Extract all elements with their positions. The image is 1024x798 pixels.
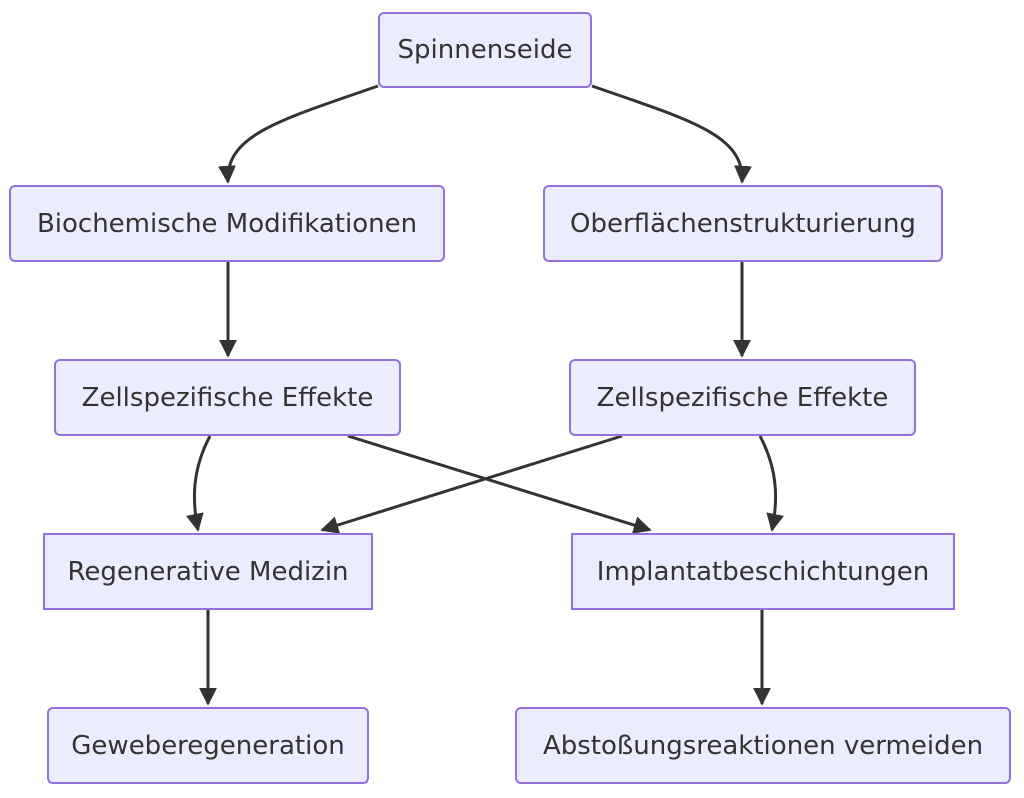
edge-root-surface [591,84,752,184]
node-geweberegeneration: Geweberegeneration [47,707,369,784]
node-biochemische-modifikationen: Biochemische Modifikationen [9,185,445,262]
node-spinnenseide: Spinnenseide [378,12,592,88]
node-oberflaechenstrukturierung: Oberflächenstrukturierung [543,185,943,262]
node-regenerative-medizin: Regenerative Medizin [43,533,373,610]
edge-cell-right-implant [758,435,784,532]
edge-cell-left-regen [186,435,212,532]
node-zellspezifische-effekte-left: Zellspezifische Effekte [54,359,401,436]
edge-root-biochem [218,84,379,184]
edge-cell-right-regen [320,434,623,534]
node-abstossungsreaktionen-vermeiden: Abstoßungsreaktionen vermeiden [515,707,1011,784]
node-implantatbeschichtungen: Implantatbeschichtungen [571,533,955,610]
node-zellspezifische-effekte-right: Zellspezifische Effekte [569,359,916,436]
edge-cell-left-implant [347,434,652,534]
